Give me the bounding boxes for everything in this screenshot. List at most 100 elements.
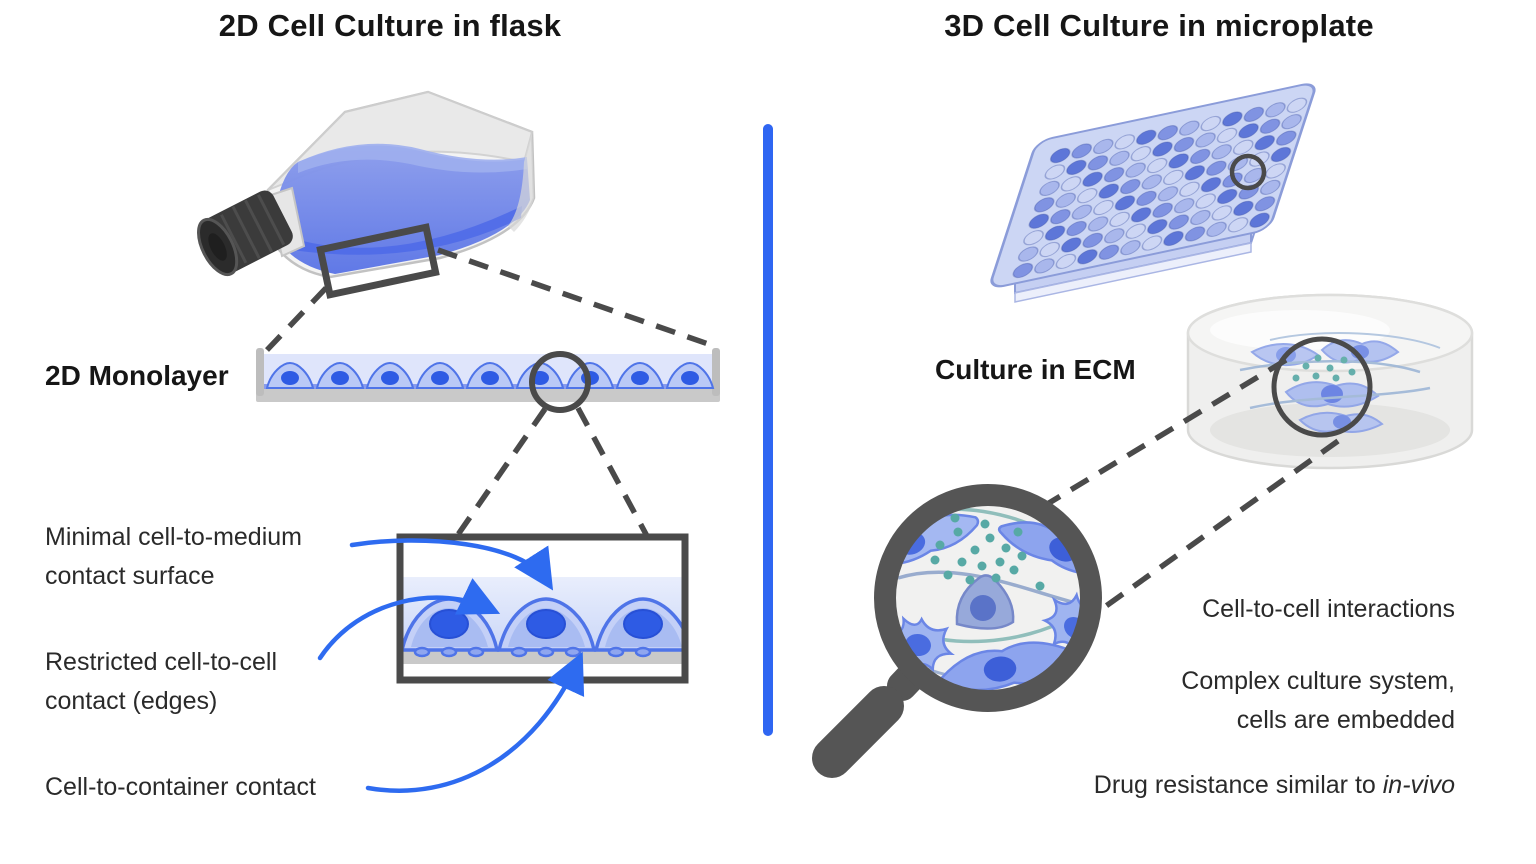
flask-liquid-bright-edge [285, 206, 522, 255]
vertical-divider [763, 124, 773, 736]
microplate-well [1120, 239, 1141, 256]
flask-glass-shading [508, 132, 534, 232]
microplate-well [1275, 130, 1297, 146]
microplate-well [1017, 246, 1039, 262]
microplate-well [1093, 199, 1114, 216]
annotation-arrows [317, 538, 585, 793]
microplate-well [1211, 144, 1232, 160]
dashed-connector [437, 247, 715, 349]
monolayer-cells [265, 361, 715, 389]
microplate-well [1222, 111, 1243, 127]
dashed-connector [265, 286, 328, 352]
microplate-well [1034, 258, 1055, 274]
microplate-well [1206, 160, 1227, 176]
microplate-well [1071, 204, 1093, 220]
microplate-well [1077, 249, 1098, 265]
cell-zoom-box [396, 533, 689, 684]
microplate-well [1136, 190, 1157, 206]
microplate-well [1265, 102, 1286, 118]
well-highlight-circle [1229, 153, 1267, 191]
microplate-well [1098, 183, 1120, 199]
annotation-cell-interactions: Cell-to-cell interactions [1202, 595, 1455, 623]
microplate-well [1254, 196, 1276, 212]
microplate-well [1281, 114, 1302, 130]
microplate-well [1087, 216, 1109, 232]
microplate-well [1259, 118, 1281, 134]
microplate-well [1216, 188, 1238, 205]
microplate-well [1200, 115, 1222, 132]
microplate-well [1141, 174, 1163, 190]
microplate-well [1147, 219, 1168, 235]
arrow-cell-to-medium [349, 538, 554, 591]
microplate-well [1179, 120, 1200, 136]
microplate-well [1092, 138, 1114, 155]
lens-ring [874, 484, 1102, 712]
microplate-well [1125, 223, 1147, 239]
microplate-well [1157, 125, 1179, 141]
microplate-well [1200, 177, 1222, 193]
microplate-illustration [990, 83, 1316, 303]
microplate-well [1066, 159, 1087, 176]
microplate-well [1211, 205, 1233, 221]
zoom-box-content [403, 577, 682, 664]
dashed-connector [1104, 438, 1340, 609]
microplate-well [1023, 230, 1044, 246]
microplate-well [1109, 150, 1130, 166]
microplate-well [1039, 241, 1061, 258]
microplate-well [1044, 225, 1066, 241]
annotation-cell-to-medium: Minimal cell-to-medium contact surface [45, 523, 302, 590]
microplate-well [1249, 212, 1270, 228]
microplate-well [1173, 136, 1195, 153]
ecm-label: Culture in ECM [935, 354, 1136, 385]
microplate-well [1168, 153, 1189, 169]
microplate-well [1286, 97, 1308, 113]
microplate-well [1055, 253, 1077, 269]
annotation-cell-to-container: Cell-to-container contact [45, 773, 316, 801]
monolayer-tray [256, 348, 720, 413]
microplate-well [1238, 123, 1259, 139]
flask-cap [197, 190, 293, 277]
microplate-well [1087, 155, 1109, 171]
microplate-well [1216, 127, 1238, 144]
microplate-well [1130, 146, 1152, 162]
microplate-well [1179, 181, 1200, 197]
microplate-well [1206, 221, 1227, 237]
microplate-well [1135, 129, 1157, 145]
right-title: 3D Cell Culture in microplate [944, 8, 1374, 43]
microplate-well [1163, 230, 1184, 247]
microplate-well [1114, 195, 1136, 211]
microplate-well [1098, 244, 1120, 260]
arrow-cell-to-cell [317, 578, 501, 661]
microplate-well [1152, 141, 1173, 157]
microplate-well [1049, 147, 1071, 164]
cylinder-highlight-circle [1271, 336, 1373, 438]
dashed-connector [454, 407, 548, 538]
flask-to-monolayer-connectors [265, 247, 715, 352]
flask-liquid [276, 145, 530, 274]
microplate-well [1254, 135, 1276, 151]
arrow-cell-to-container [365, 651, 585, 793]
microplate-well [1163, 169, 1184, 185]
microplate-well [1141, 235, 1163, 251]
magnifying-glass-icon [812, 484, 1102, 778]
microplate-well [1012, 262, 1034, 279]
drug-resistance-italic: in-vivo [1382, 771, 1455, 799]
microplate-well [1066, 220, 1087, 237]
microplate-well [1082, 232, 1104, 248]
teal-molecules [930, 513, 1045, 591]
microplate-well [1028, 213, 1050, 229]
drug-resistance-text: Drug resistance similar to [1093, 771, 1383, 799]
microplate-well [1184, 165, 1206, 181]
microplate-well [1152, 202, 1173, 218]
left-title: 2D Cell Culture in flask [218, 8, 562, 43]
monolayer-highlight-circle [529, 351, 591, 413]
zoom-cells [403, 597, 682, 658]
microplate-base-lip [1014, 242, 1252, 303]
microplate-well [1055, 192, 1077, 208]
tray-base [256, 389, 720, 402]
flask-illustration [197, 90, 536, 299]
cylinder-to-lens-connectors [1042, 357, 1340, 609]
tray-right-wall [712, 348, 720, 396]
zoom-box-border [396, 533, 689, 684]
